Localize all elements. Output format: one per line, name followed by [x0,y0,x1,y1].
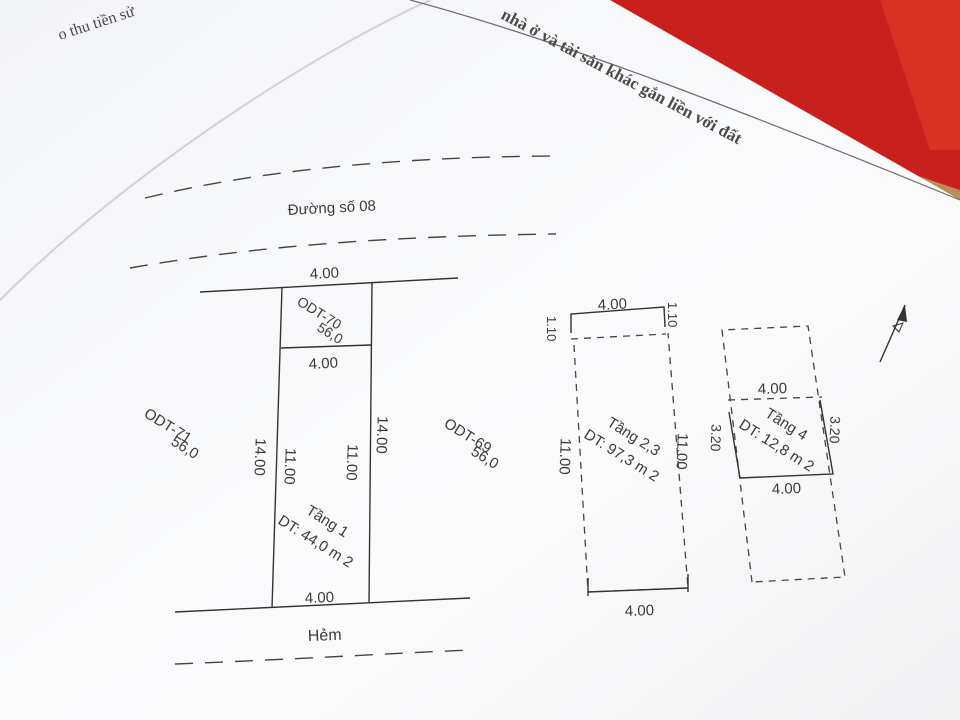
floor-23-dashed-line [570,333,667,340]
road-line-top [144,155,553,199]
background-red-shadow [880,0,960,150]
lot-top-width: 4.00 [309,264,339,283]
background-red-object [560,0,960,190]
lot-right-length: 14.00 [372,416,390,454]
lot-inner-line [280,344,372,349]
floor-23-left-length: 11.00 [555,438,573,475]
floor-4-top-line [727,396,823,401]
lot-bottom-width: 4.00 [305,589,335,607]
lot-left-line [271,286,283,609]
lot-main [174,277,471,613]
alley-label: Hẻm [308,627,342,645]
floor-23-body [573,332,689,593]
floor-23-plan [570,306,689,596]
floor-4-bottom-width: 4.00 [772,480,802,498]
floor-23-right-offset: 1.10 [665,302,680,327]
floor-4-room [728,399,834,479]
alley-line [174,649,471,665]
lot-right-line [368,282,373,604]
road-label: Đường số 08 [287,197,376,219]
floor-23-top-width: 4.00 [597,295,627,314]
floor-23-right-length: 11.00 [672,433,690,470]
floor-4-left-length: 3.20 [708,424,725,452]
floor-23-left-offset: 1.10 [544,316,559,341]
lot-inner-left-length: 11.00 [280,448,298,485]
floor-4-plan [721,325,846,583]
floor-23-bottom-line [587,587,689,593]
paper-top-curve [409,0,960,201]
floor-4-right-length: 3.20 [827,416,844,444]
lot-top-line [199,277,459,293]
floor-23-top-line [570,306,666,333]
road-line-bottom [129,233,557,269]
floor-23-bottom-width: 4.00 [625,602,655,620]
lot-bottom-line [174,597,471,613]
paper-fold-edge [0,0,431,301]
lot-inner-right-length: 11.00 [342,444,360,481]
lot-inner-width: 4.00 [308,354,338,373]
floor-4-top-width: 4.00 [758,380,788,398]
lot-left-length: 14.00 [250,438,268,476]
floor-4-outline [721,325,846,583]
north-arrow-icon [879,304,907,363]
